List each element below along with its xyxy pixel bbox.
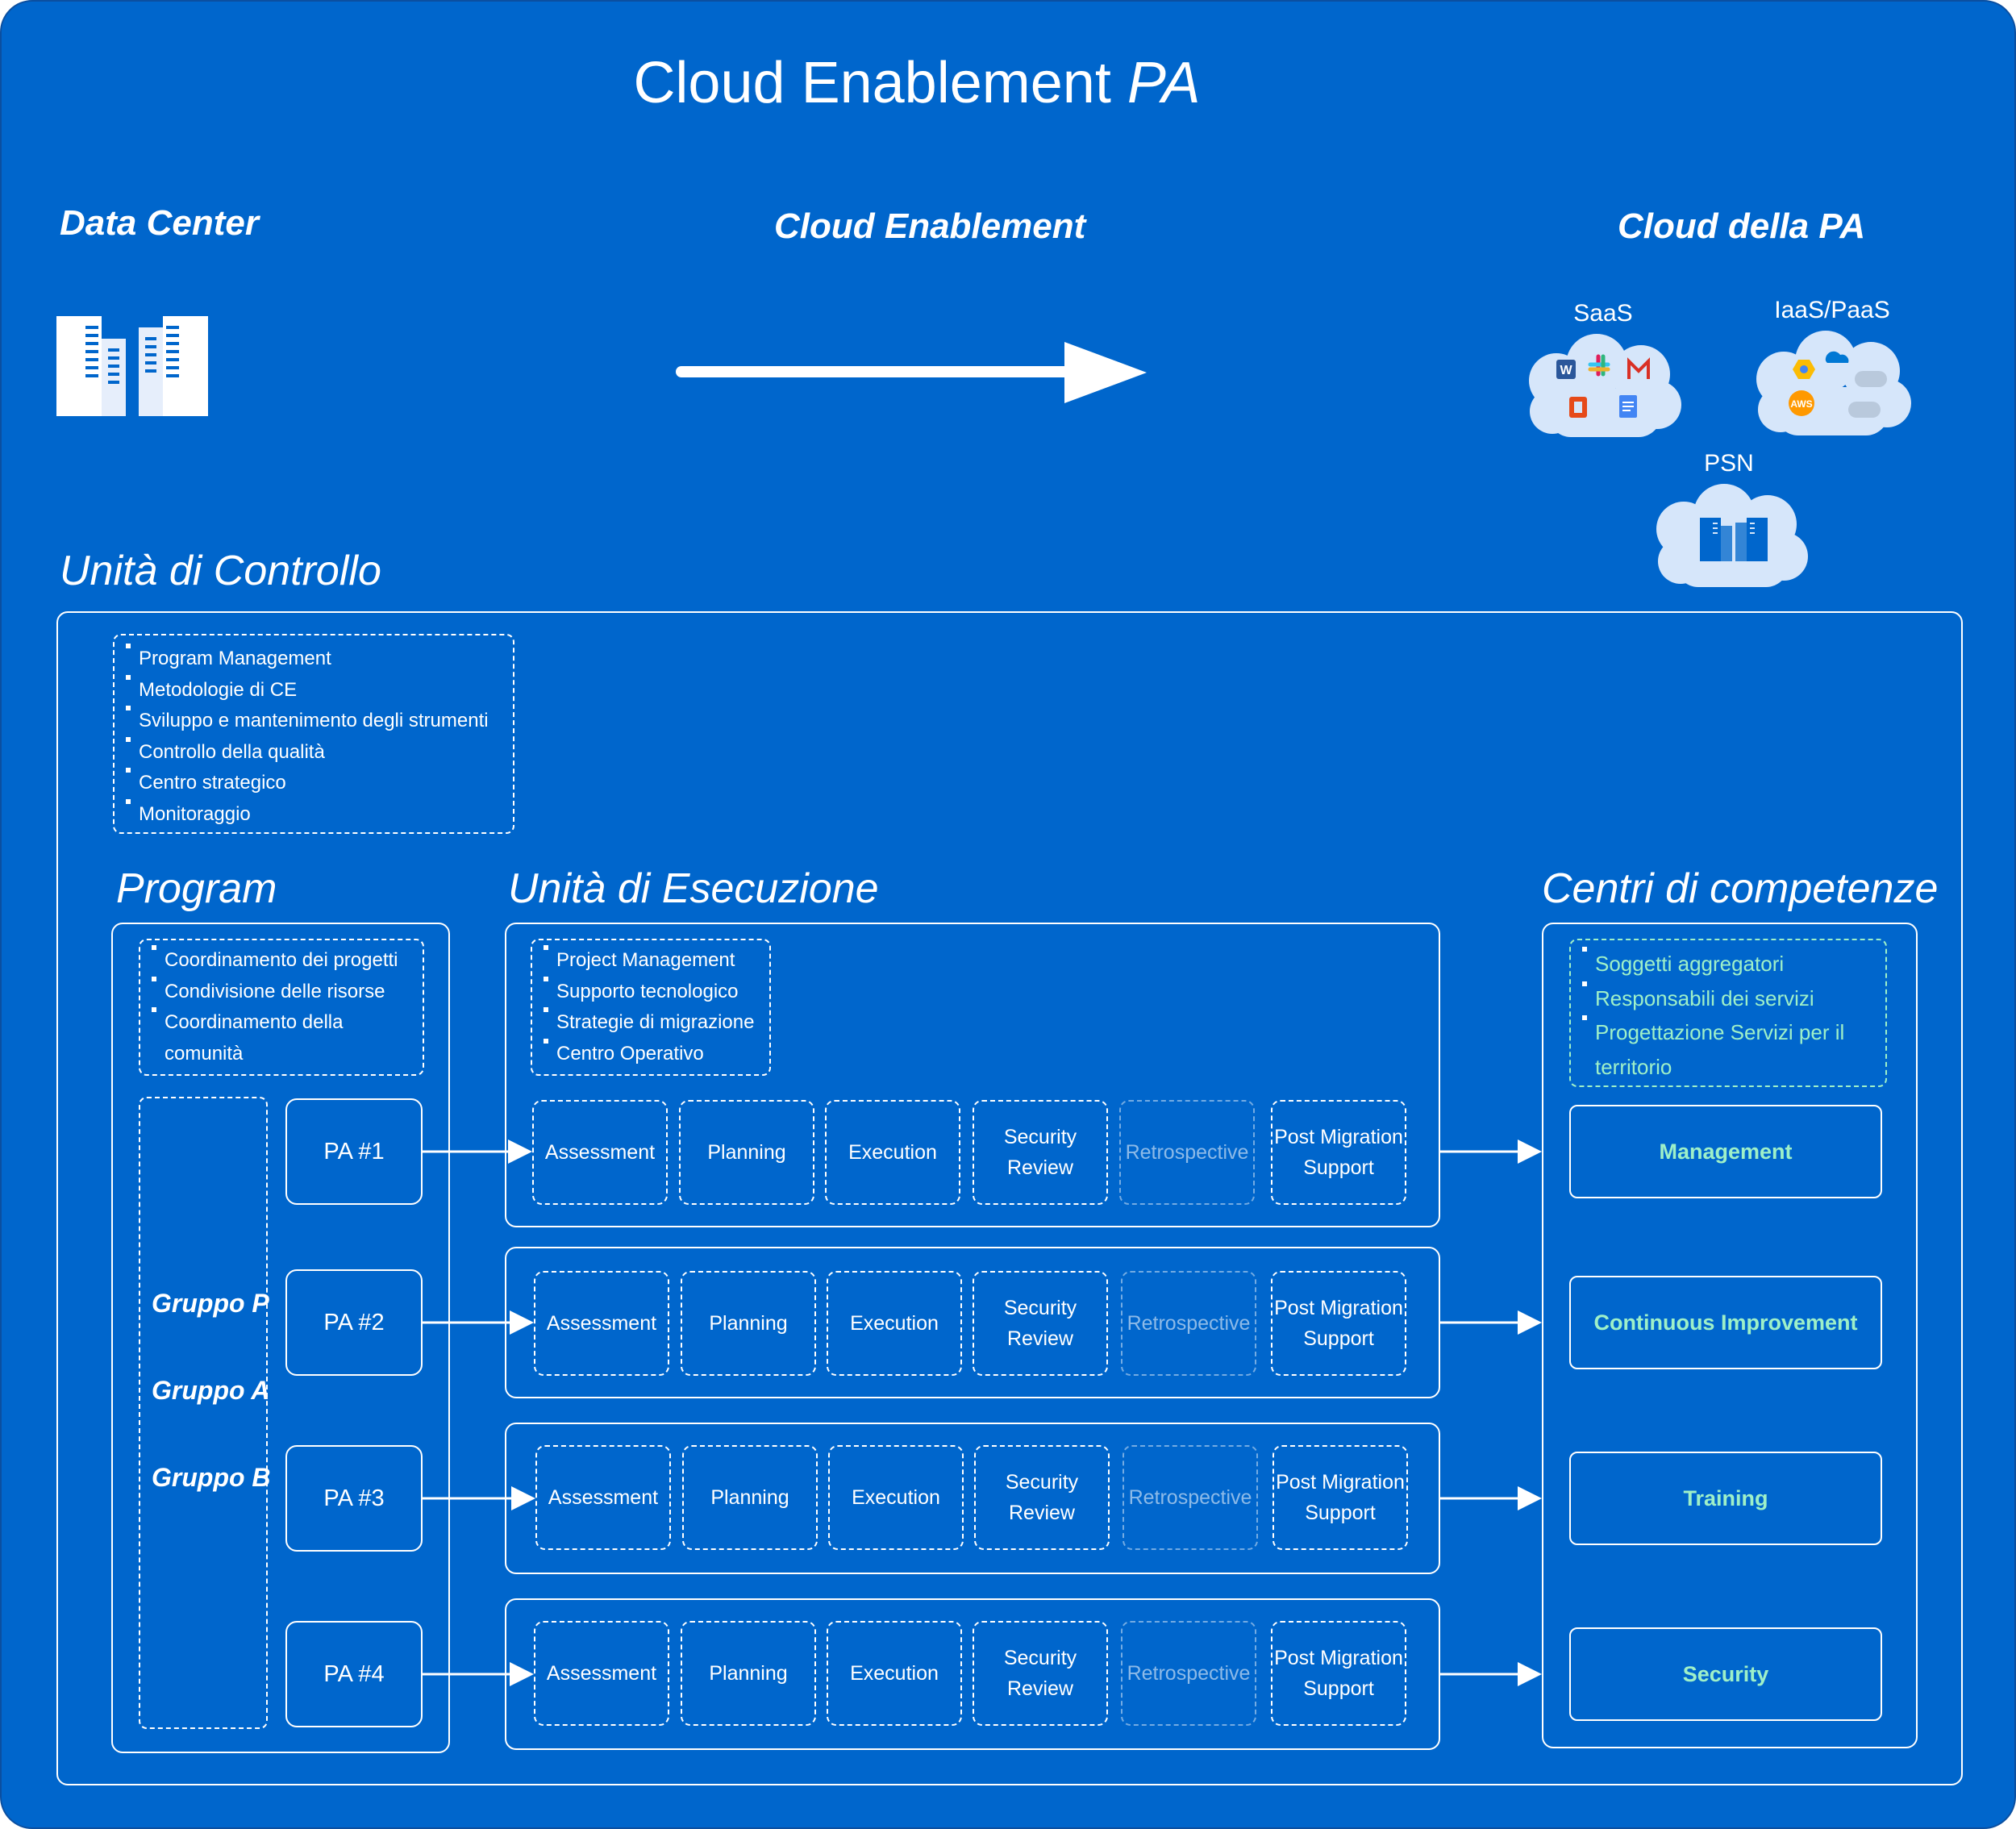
center-management: Management <box>1569 1105 1882 1198</box>
iaas-paas-label: IaaS/PaaS <box>1774 297 1890 323</box>
unita-esecuzione-heading: Unità di Esecuzione <box>508 865 879 912</box>
program-panel <box>111 923 450 1753</box>
stage-security-review: Security Review <box>973 1100 1108 1205</box>
pa-box-1: PA #1 <box>285 1098 423 1205</box>
stage-post-migration-support: Post Migration Support <box>1272 1445 1408 1550</box>
unita-controllo-panel <box>56 611 1963 1785</box>
stage-security-review: Security Review <box>973 1271 1108 1376</box>
list-item: Program Management <box>126 644 513 675</box>
pa-box-4: PA #4 <box>285 1621 423 1727</box>
list-item: Soggetti aggregatori <box>1582 947 1869 981</box>
data-center-icon <box>56 316 208 416</box>
list-item: Project Management <box>544 945 769 977</box>
page-title: Cloud Enablement PA <box>633 51 1201 115</box>
iaas-paas-cloud-icon: AWS <box>1756 331 1911 435</box>
list-item: Centro Operativo <box>544 1038 769 1070</box>
stage-post-migration-support: Post Migration Support <box>1271 1100 1406 1205</box>
stage-assessment: Assessment <box>534 1621 669 1726</box>
group-label: Gruppo B <box>152 1463 271 1492</box>
stage-execution: Execution <box>828 1445 964 1550</box>
list-item: Coordinamento dei progetti <box>152 945 423 977</box>
program-heading: Program <box>116 865 277 912</box>
stage-security-review: Security Review <box>973 1621 1108 1726</box>
saas-label: SaaS <box>1573 300 1633 327</box>
list-item: Coordinamento della comunità <box>152 1007 423 1069</box>
stage-assessment: Assessment <box>532 1100 668 1205</box>
list-item: Responsabili dei servizi <box>1582 981 1869 1016</box>
aws-icon-label: AWS <box>1790 398 1812 410</box>
controllo-activities-list: Program Management Metodologie di CE Svi… <box>126 644 513 830</box>
saas-cloud-icon: W <box>1529 334 1681 437</box>
list-item: Metodologie di CE <box>126 674 513 706</box>
esecuzione-activities-box: Project Management Supporto tecnologico … <box>531 939 771 1076</box>
list-item: Supporto tecnologico <box>544 976 769 1008</box>
unita-controllo-heading: Unità di Controllo <box>60 548 381 594</box>
data-center-heading: Data Center <box>60 203 259 243</box>
center-security: Security <box>1569 1627 1882 1721</box>
stage-security-review: Security Review <box>974 1445 1110 1550</box>
program-activities-list: Coordinamento dei progetti Condivisione … <box>152 945 423 1069</box>
psn-cloud-icon <box>1656 484 1808 587</box>
cloud-della-pa-heading: Cloud della PA <box>1618 206 1866 246</box>
migration-arrow <box>676 342 1147 403</box>
stage-execution: Execution <box>825 1100 960 1205</box>
center-continuous-improvement: Continuous Improvement <box>1569 1276 1882 1369</box>
stage-execution: Execution <box>827 1271 962 1376</box>
stage-retrospective: Retrospective <box>1121 1271 1256 1376</box>
competenze-activities-box: Soggetti aggregatori Responsabili dei se… <box>1569 939 1887 1087</box>
center-training: Training <box>1569 1452 1882 1545</box>
stage-assessment: Assessment <box>534 1271 669 1376</box>
stage-retrospective: Retrospective <box>1123 1445 1258 1550</box>
groups-box <box>139 1097 268 1729</box>
psn-label: PSN <box>1704 450 1754 477</box>
group-label: Gruppo A <box>152 1376 270 1405</box>
centri-competenze-heading: Centri di competenze <box>1542 865 1939 912</box>
stage-retrospective: Retrospective <box>1119 1100 1255 1205</box>
svg-text:W: W <box>1560 364 1572 377</box>
list-item: Centro strategico <box>126 768 513 799</box>
list-item: Sviluppo e mantenimento degli strumenti <box>126 706 513 737</box>
group-label: Gruppo P <box>152 1289 269 1318</box>
pa-box-2: PA #2 <box>285 1269 423 1376</box>
stage-post-migration-support: Post Migration Support <box>1271 1271 1406 1376</box>
list-item: Controllo della qualità <box>126 736 513 769</box>
stage-planning: Planning <box>679 1100 814 1205</box>
list-item: Monitoraggio <box>126 798 513 831</box>
stage-retrospective: Retrospective <box>1121 1621 1256 1726</box>
cloud-enablement-heading: Cloud Enablement <box>774 206 1086 246</box>
esecuzione-row-panel-1 <box>505 923 1440 1227</box>
program-activities-box: Coordinamento dei progetti Condivisione … <box>139 939 424 1076</box>
esecuzione-activities-list: Project Management Supporto tecnologico … <box>544 945 769 1069</box>
stage-planning: Planning <box>682 1445 818 1550</box>
competenze-activities-list: Soggetti aggregatori Responsabili dei se… <box>1582 947 1885 1084</box>
stage-planning: Planning <box>681 1621 816 1726</box>
stage-execution: Execution <box>827 1621 962 1726</box>
list-item: Progettazione Servizi per il territorio <box>1582 1015 1869 1084</box>
stage-assessment: Assessment <box>535 1445 671 1550</box>
pa-box-3: PA #3 <box>285 1445 423 1552</box>
list-item: Strategie di migrazione <box>544 1007 769 1039</box>
controllo-activities-box: Program Management Metodologie di CE Svi… <box>113 634 514 834</box>
stage-planning: Planning <box>681 1271 816 1376</box>
list-item: Condivisione delle risorse <box>152 976 423 1008</box>
stage-post-migration-support: Post Migration Support <box>1271 1621 1406 1726</box>
competenze-panel <box>1542 923 1918 1748</box>
